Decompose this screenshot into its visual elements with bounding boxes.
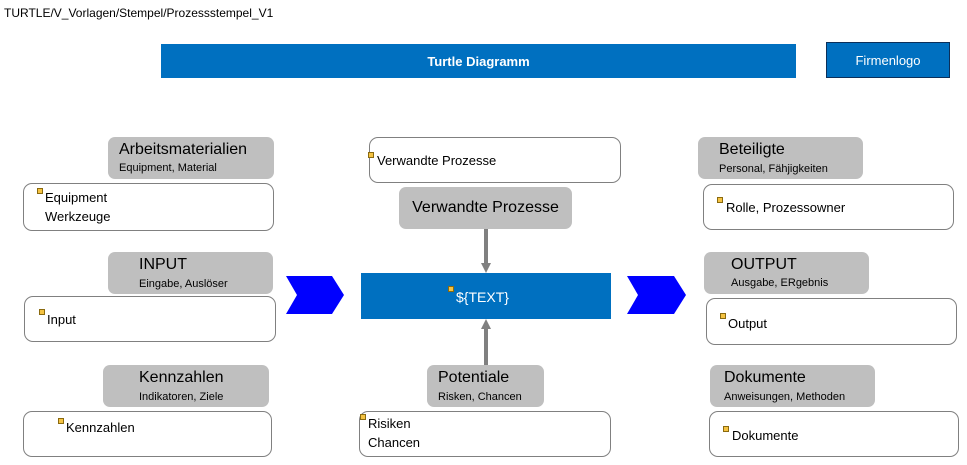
input-header: INPUT Eingabe, Auslöser [108, 252, 273, 294]
process-center-box[interactable]: ${TEXT} [361, 273, 611, 319]
arbeitsmaterialien-line2: Werkzeuge [45, 209, 111, 224]
arrow-down-to-process [481, 229, 491, 273]
input-title: INPUT [139, 256, 187, 273]
potentiale-line1: Risiken [368, 416, 411, 431]
dokumente-box[interactable]: Dokumente [709, 411, 959, 457]
kennzahlen-text: Kennzahlen [66, 420, 135, 435]
dokumente-header: Dokumente Anweisungen, Methoden [710, 365, 875, 407]
text-marker-icon [37, 188, 43, 194]
kennzahlen-subtitle: Indikatoren, Ziele [139, 391, 224, 403]
output-header: OUTPUT Ausgabe, ERgebnis [704, 252, 869, 294]
output-box[interactable]: Output [706, 298, 957, 345]
verwandte-prozesse-box[interactable]: Verwandte Prozesse [368, 137, 621, 183]
potentiale-header: Potentiale Risken, Chancen [427, 365, 544, 407]
arbeitsmaterialien-box[interactable]: Equipment Werkzeuge [23, 183, 274, 231]
arrow-up-to-process [481, 319, 491, 366]
process-center-text: ${TEXT} [456, 289, 509, 305]
output-title: OUTPUT [731, 256, 797, 273]
kennzahlen-box[interactable]: Kennzahlen [23, 411, 272, 457]
beteiligte-text: Rolle, Prozessowner [726, 200, 846, 215]
output-text: Output [728, 316, 768, 331]
text-marker-icon [717, 197, 723, 203]
company-logo-placeholder: Firmenlogo [826, 42, 950, 78]
input-text: Input [47, 312, 76, 327]
arbeitsmaterialien-header: Arbeitsmaterialien Equipment, Material [108, 137, 274, 179]
diagram-title-banner: Turtle Diagramm [161, 44, 796, 78]
dokumente-subtitle: Anweisungen, Methoden [724, 391, 846, 403]
kennzahlen-header: Kennzahlen Indikatoren, Ziele [103, 365, 269, 407]
beteiligte-header: Beteiligte Personal, Fähjigkeiten [698, 137, 863, 179]
beteiligte-box[interactable]: Rolle, Prozessowner [703, 184, 954, 230]
breadcrumb-path: TURTLE/V_Vorlagen/Stempel/Prozessstempel… [4, 6, 274, 20]
chevron-arrow-output-icon [627, 276, 686, 314]
input-subtitle: Eingabe, Auslöser [139, 278, 228, 290]
dokumente-text: Dokumente [732, 428, 799, 443]
text-marker-icon [58, 418, 64, 424]
text-marker-icon [39, 309, 45, 315]
chevron-arrow-input-icon [286, 276, 344, 314]
text-marker-icon [360, 414, 366, 420]
potentiale-box[interactable]: Risiken Chancen [359, 411, 611, 457]
dokumente-title: Dokumente [724, 369, 806, 386]
potentiale-title: Potentiale [438, 369, 510, 386]
potentiale-subtitle: Risken, Chancen [438, 391, 522, 403]
potentiale-line2: Chancen [368, 435, 421, 450]
text-marker-icon [448, 286, 454, 292]
arbeitsmaterialien-title: Arbeitsmaterialien [119, 141, 248, 158]
verwandte-prozesse-text: Verwandte Prozesse [377, 153, 497, 168]
beteiligte-subtitle: Personal, Fähjigkeiten [719, 163, 828, 175]
output-subtitle: Ausgabe, ERgebnis [731, 277, 829, 289]
arbeitsmaterialien-subtitle: Equipment, Material [119, 162, 217, 174]
arbeitsmaterialien-line1: Equipment [45, 190, 108, 205]
beteiligte-title: Beteiligte [719, 141, 785, 158]
kennzahlen-title: Kennzahlen [139, 369, 224, 386]
text-marker-icon [368, 152, 374, 158]
input-box[interactable]: Input [24, 296, 276, 342]
verwandte-prozesse-header: Verwandte Prozesse [399, 187, 572, 229]
text-marker-icon [720, 313, 726, 319]
text-marker-icon [723, 426, 729, 432]
